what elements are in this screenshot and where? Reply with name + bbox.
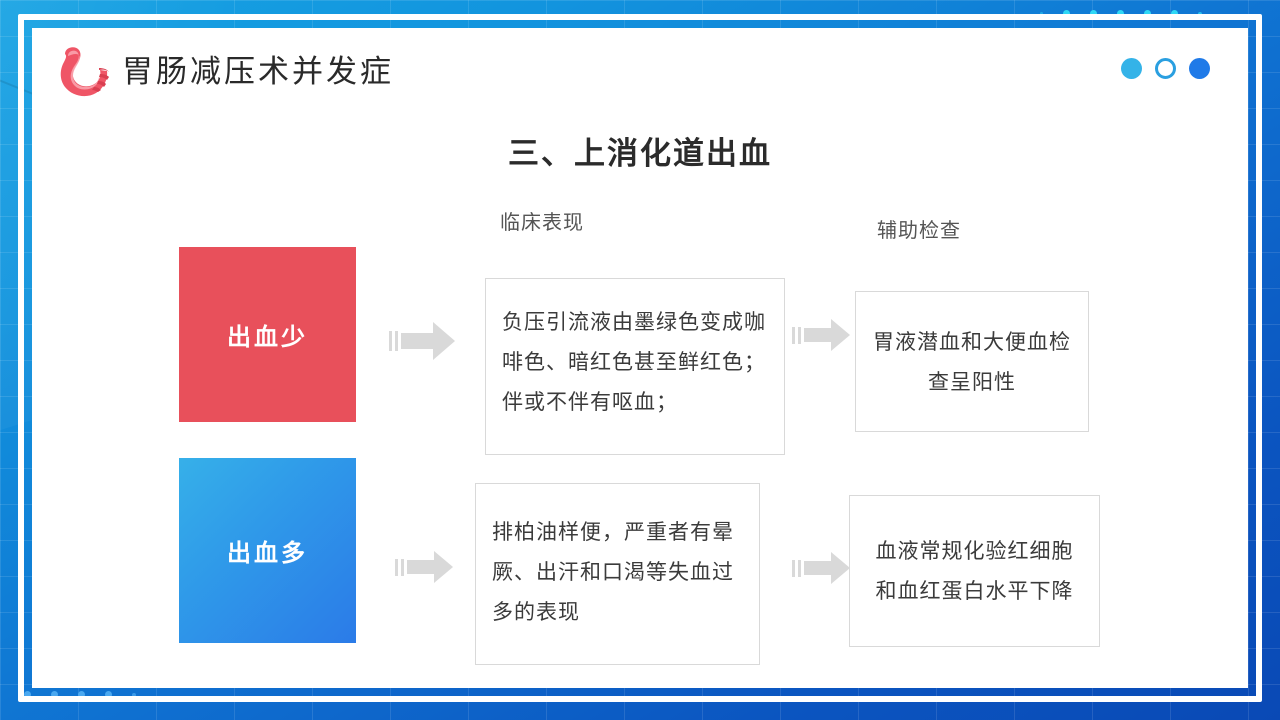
slide-header: 胃肠减压术并发症 — [32, 28, 1248, 112]
page-title: 胃肠减压术并发症 — [122, 54, 394, 89]
arrow-right-icon — [389, 322, 455, 360]
category-box-light-bleeding[interactable]: 出血少 — [179, 247, 356, 422]
arrow-right-icon — [792, 319, 850, 351]
clinical-text-heavy: 排柏油样便，严重者有晕厥、出汗和口渴等失血过多的表现 — [492, 520, 734, 624]
dot-filled-light-icon — [1121, 58, 1142, 79]
exam-text-light: 胃液潜血和大便血检查呈阳性 — [873, 329, 1071, 394]
header-decoration-dots — [1121, 58, 1210, 79]
section-title: 三、上消化道出血 — [508, 136, 772, 171]
exam-text-box-heavy: 血液常规化验红细胞和血红蛋白水平下降 — [849, 495, 1100, 647]
dot-filled-dark-icon — [1189, 58, 1210, 79]
dot-hollow-icon — [1155, 58, 1176, 79]
column-header-exam: 辅助检查 — [877, 220, 961, 242]
arrow-right-icon — [395, 551, 453, 583]
content-card: 胃肠减压术并发症 三、上消化道出血 临床表现 辅助检查 出血少 — [32, 28, 1248, 688]
column-header-clinical: 临床表现 — [500, 212, 584, 234]
clinical-text-light: 负压引流液由墨绿色变成咖啡色、暗红色甚至鲜红色；伴或不伴有呕血； — [502, 310, 766, 414]
slide-frame-border — [18, 14, 1262, 702]
arrow-right-icon — [792, 552, 850, 584]
clinical-text-box-heavy: 排柏油样便，严重者有晕厥、出汗和口渴等失血过多的表现 — [475, 483, 760, 665]
exam-text-box-light: 胃液潜血和大便血检查呈阳性 — [855, 291, 1089, 432]
category-box-heavy-bleeding[interactable]: 出血多 — [179, 458, 356, 643]
exam-text-heavy: 血液常规化验红细胞和血红蛋白水平下降 — [875, 539, 1074, 603]
category-label: 出血少 — [227, 325, 308, 351]
stomach-icon — [49, 44, 117, 100]
clinical-text-box-light: 负压引流液由墨绿色变成咖啡色、暗红色甚至鲜红色；伴或不伴有呕血； — [485, 278, 785, 455]
category-label: 出血多 — [227, 541, 308, 567]
